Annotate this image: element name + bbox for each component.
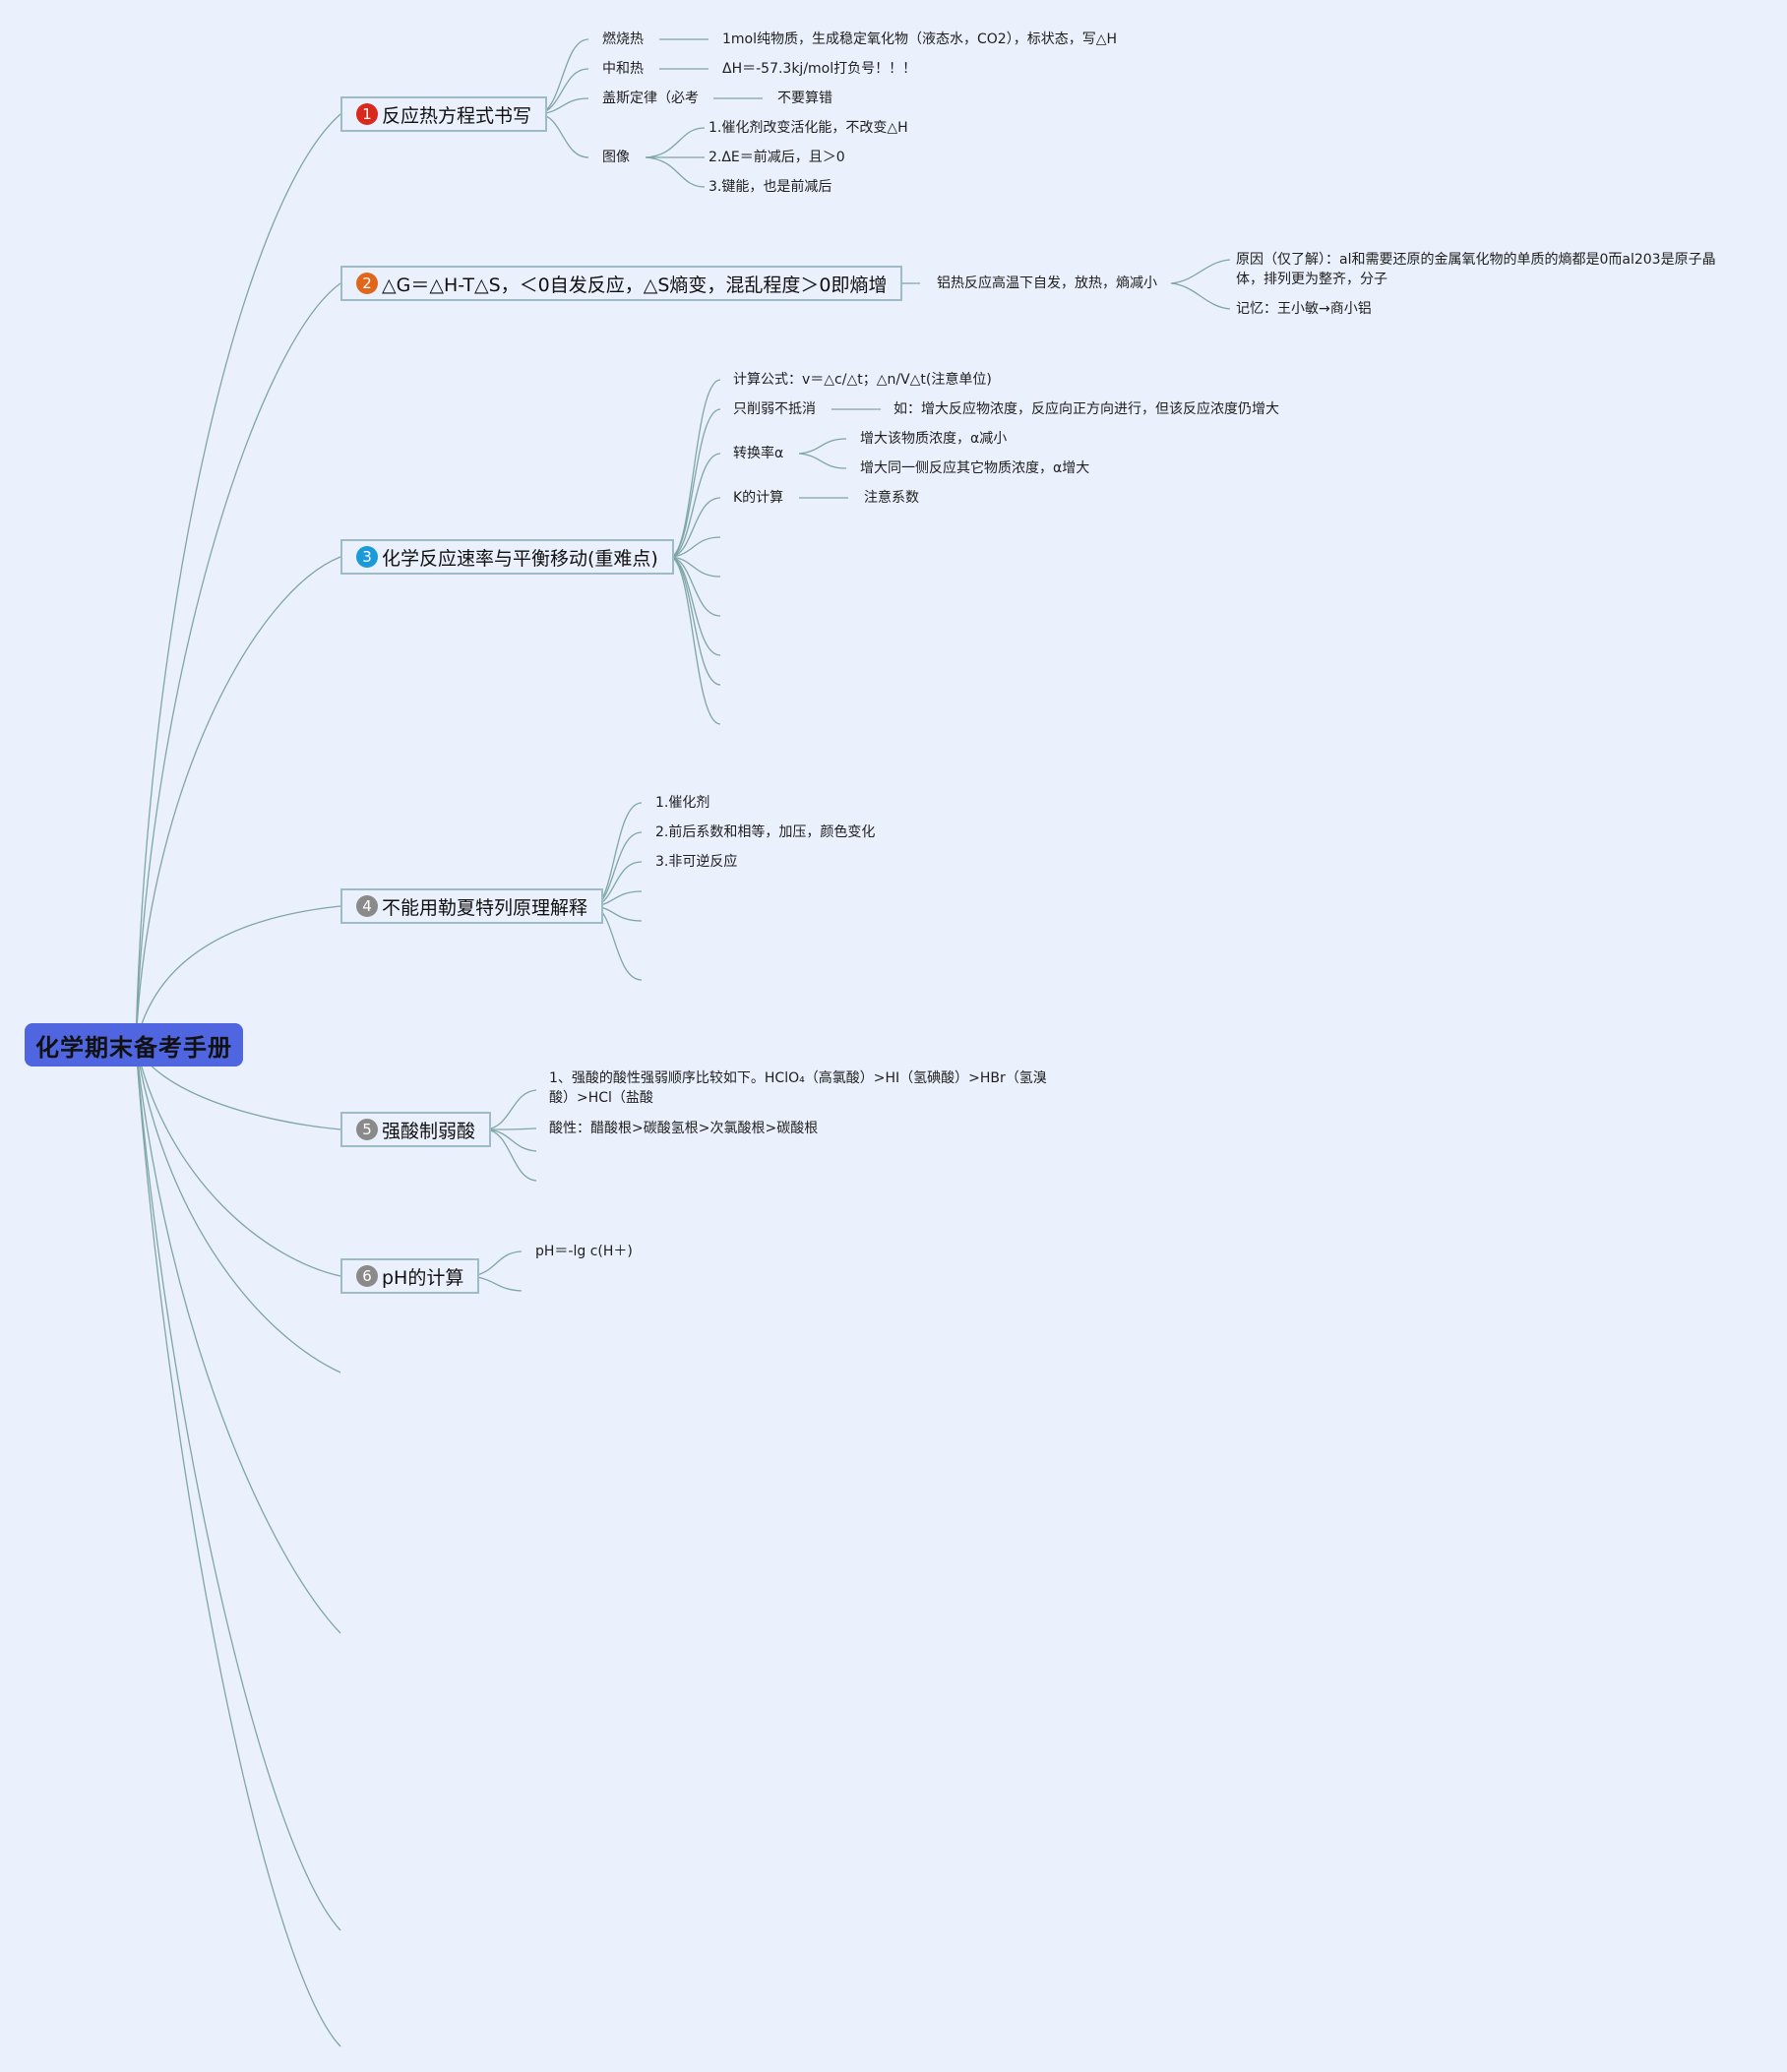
topic-strong-acid-weak-acid[interactable]: 5 强酸制弱酸: [340, 1112, 492, 1147]
root-node[interactable]: 化学期末备考手册: [25, 1023, 243, 1066]
number-2-badge: 2: [356, 273, 378, 294]
node-rate-formula[interactable]: 计算公式：v＝△c/△t；△n/V△t(注意单位): [733, 372, 992, 388]
topic-label: 强酸制弱酸: [382, 1120, 476, 1142]
node-hess-desc[interactable]: 不要算错: [777, 91, 832, 106]
node-irreversible[interactable]: 3.非可逆反应: [655, 854, 738, 870]
node-conversion-rate[interactable]: 转换率α: [733, 446, 784, 461]
topic-le-chatelier-exceptions[interactable]: 4 不能用勒夏特列原理解释: [340, 888, 604, 924]
node-acidity[interactable]: 酸性：醋酸根>碳酸氢根>次氯酸根>碳酸根: [549, 1121, 819, 1136]
node-reason[interactable]: 原因（仅了解）：al和需要还原的金属氧化物的单质的熵都是0而al203是原子晶体…: [1236, 252, 1716, 287]
node-k-desc[interactable]: 注意系数: [864, 490, 919, 506]
topic-label: 反应热方程式书写: [382, 104, 532, 127]
node-graph-3[interactable]: 3.键能，也是前减后: [709, 179, 832, 195]
topic-label: △G＝△H-T△S，＜0自发反应，△S熵变，混乱程度＞0即熵增: [382, 274, 888, 296]
node-graph-1[interactable]: 1.催化剂改变活化能，不改变△H: [709, 120, 908, 136]
node-neutralization-heat[interactable]: 中和热: [602, 61, 644, 77]
topic-reaction-heat[interactable]: 1 反应热方程式书写: [340, 96, 548, 132]
root-label: 化学期末备考手册: [35, 1033, 232, 1062]
topic-label: pH的计算: [382, 1266, 464, 1289]
node-conversion-2[interactable]: 增大同一侧反应其它物质浓度，α增大: [860, 460, 1090, 476]
number-4-badge: 4: [356, 895, 378, 917]
node-neutralization-desc[interactable]: ΔH＝-57.3kj/mol打负号！！！: [722, 61, 917, 77]
topic-reaction-rate-equilibrium[interactable]: 3 化学反应速率与平衡移动(重难点): [340, 539, 674, 575]
node-memory[interactable]: 记忆：王小敏→商小铝: [1236, 301, 1372, 317]
node-hess-law[interactable]: 盖斯定律（必考: [602, 91, 699, 106]
node-ph-formula[interactable]: pH＝-lg c(H＋): [535, 1244, 633, 1259]
node-combustion-desc[interactable]: 1mol纯物质，生成稳定氧化物（液态水，CO2），标状态，写△H: [722, 31, 1117, 47]
topic-label: 不能用勒夏特列原理解释: [382, 896, 588, 919]
node-thermite[interactable]: 铝热反应高温下自发，放热，熵减小: [937, 275, 1157, 291]
node-weaken[interactable]: 只削弱不抵消: [733, 401, 816, 417]
node-equal-coefficients[interactable]: 2.前后系数和相等，加压，颜色变化: [655, 824, 876, 840]
node-conversion-1[interactable]: 增大该物质浓度，α减小: [860, 431, 1008, 447]
node-graph[interactable]: 图像: [602, 150, 630, 165]
number-6-badge: 6: [356, 1265, 378, 1287]
topic-label: 化学反应速率与平衡移动(重难点): [382, 547, 658, 570]
node-combustion-heat[interactable]: 燃烧热: [602, 31, 644, 47]
node-graph-2[interactable]: 2.ΔE＝前减后，且＞0: [709, 150, 845, 165]
topic-gibbs-free-energy[interactable]: 2 △G＝△H-T△S，＜0自发反应，△S熵变，混乱程度＞0即熵增: [340, 266, 903, 301]
number-1-badge: 1: [356, 103, 378, 125]
topic-ph-calculation[interactable]: 6 pH的计算: [340, 1258, 480, 1294]
node-weaken-desc[interactable]: 如：增大反应物浓度，反应向正方向进行，但该反应浓度仍增大: [894, 401, 1279, 417]
number-5-badge: 5: [356, 1119, 378, 1140]
node-acid-order[interactable]: 1、强酸的酸性强弱顺序比较如下。HClO₄（高氯酸）>HI（氢碘酸）>HBr（氢…: [549, 1070, 1047, 1106]
node-catalyst[interactable]: 1.催化剂: [655, 795, 710, 811]
node-k-calc[interactable]: K的计算: [733, 490, 784, 506]
number-3-badge: 3: [356, 546, 378, 568]
